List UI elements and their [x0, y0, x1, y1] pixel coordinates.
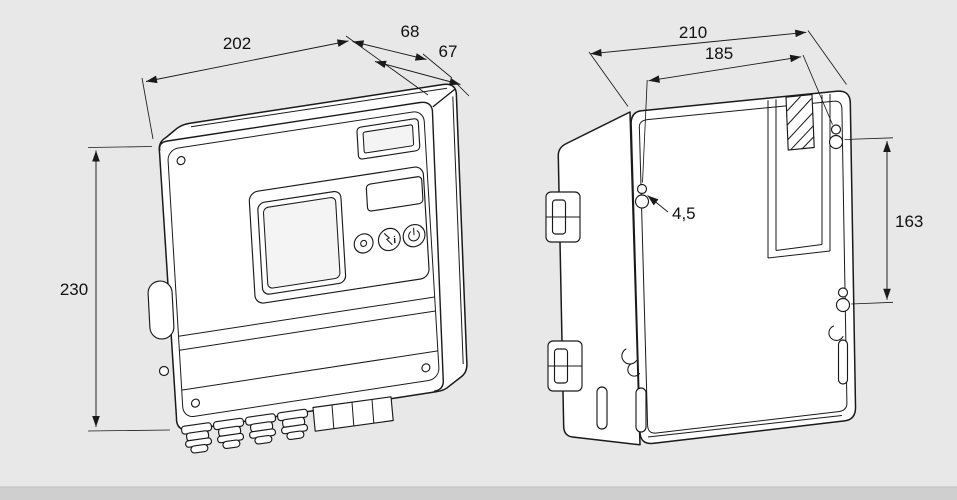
keyhole-mount	[835, 287, 851, 313]
door-seam-line	[179, 310, 436, 351]
front-width-dim-label: 202	[223, 34, 251, 53]
back-width-dim-label: 210	[679, 23, 707, 42]
back-hole-spacing-h-dim-label: 185	[705, 44, 733, 63]
cable-gland-icon	[180, 422, 213, 454]
front-face-inner-outline	[167, 111, 440, 418]
front-view-drawing: i	[60, 22, 470, 454]
side-face-inner-line	[452, 96, 464, 365]
main-display-lcd	[262, 197, 341, 289]
front-depth2-dim-label: 67	[439, 42, 458, 61]
corner-screw-icon	[421, 363, 431, 373]
front-height-dim-label: 230	[60, 280, 88, 299]
width-dim-line	[145, 39, 349, 84]
door-seam-line	[178, 296, 435, 337]
cable-gland-icon	[276, 408, 309, 441]
housing-screw-icon	[158, 365, 170, 377]
hole-spacing-h-dim-line	[648, 54, 802, 83]
side-vent-slot	[596, 386, 608, 430]
front-panel: i	[167, 111, 440, 418]
spark-icon	[383, 233, 393, 246]
hole-diameter-leader-line	[647, 195, 669, 213]
back-width-dim-line	[590, 29, 807, 57]
back-face	[630, 90, 857, 445]
back-hole-diameter-label: 4,5	[672, 204, 696, 223]
power-arc-icon	[408, 230, 420, 242]
front-face-edges	[158, 101, 445, 392]
front-depth-dim-label: 68	[401, 22, 420, 41]
back-view-dimensions: 210 185 4,5 163	[588, 23, 923, 305]
keyhole-mount	[634, 183, 650, 209]
reset-button-icon	[353, 233, 374, 254]
rail-spring-clip	[785, 94, 815, 151]
mounting-clip	[545, 191, 581, 243]
cable-hook-icon	[828, 325, 844, 341]
bottom-wall-line	[647, 415, 843, 438]
front-view-dimensions: 202 68 67 230	[60, 22, 470, 432]
cable-glands	[180, 408, 309, 454]
power-button-icon	[402, 224, 426, 248]
back-hole-spacing-v-dim-label: 163	[895, 212, 923, 231]
cable-gland-icon	[244, 413, 277, 445]
spark-info-button-icon	[377, 227, 401, 252]
bottom-terminal-block	[312, 396, 394, 432]
back-view-drawing: 210 185 4,5 163	[545, 23, 923, 446]
cable-gland-icon	[212, 417, 245, 450]
top-face-inner-line	[190, 87, 448, 128]
cable-hook-icon	[627, 363, 641, 377]
keyhole-mount	[828, 124, 844, 150]
footer-strip	[0, 487, 957, 500]
corner-screw-icon	[176, 156, 186, 166]
reset-button-dot-icon	[360, 239, 368, 247]
depth-body-dim-line	[352, 40, 427, 61]
mount-slot	[635, 387, 647, 433]
side-label-slot	[147, 280, 175, 340]
depth-front-dim-line	[374, 60, 461, 86]
rail-mount-channel	[767, 94, 831, 259]
display-window-lcd	[362, 124, 415, 154]
mount-slot	[837, 339, 849, 385]
cable-hook-icon	[621, 348, 638, 365]
corner-screw-icon	[190, 398, 201, 408]
mounting-clip	[547, 340, 583, 392]
door-seam-line	[181, 350, 438, 391]
back-face-inner-outline	[638, 100, 848, 434]
top-side-corner-edge	[432, 88, 456, 108]
info-glyph: i	[393, 235, 397, 246]
label-window	[365, 176, 424, 212]
